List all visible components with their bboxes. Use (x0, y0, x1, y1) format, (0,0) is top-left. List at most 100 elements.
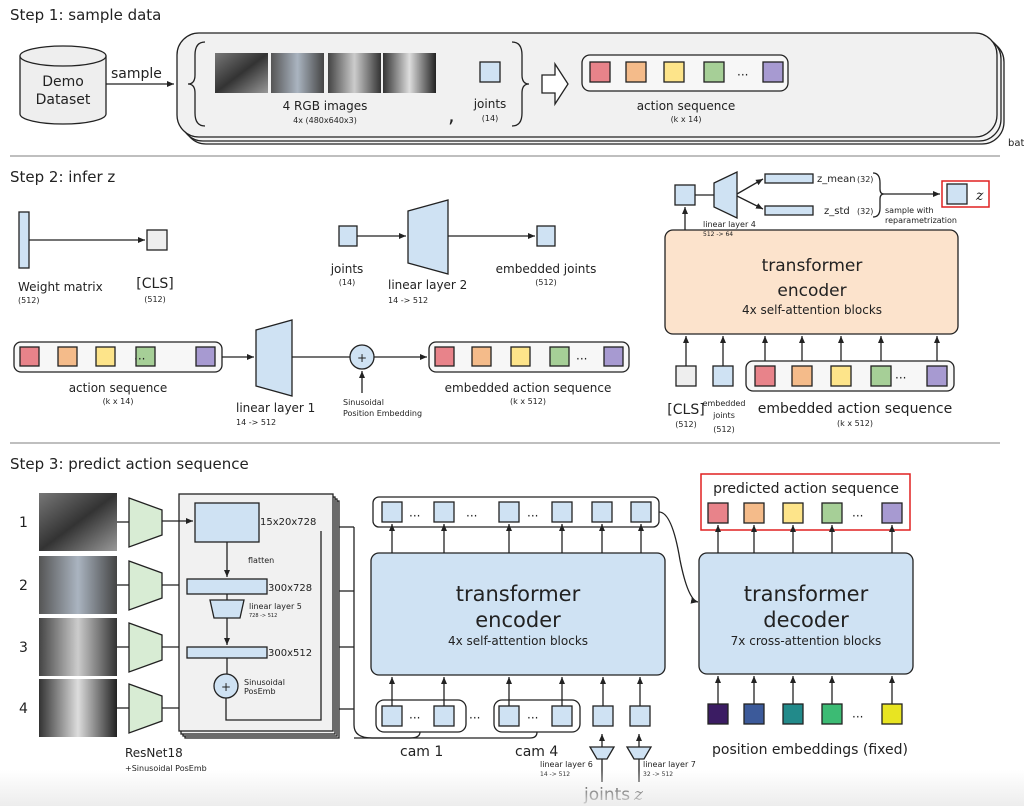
feature-map (194, 502, 260, 543)
linear-layer-4-icon (713, 170, 738, 220)
camera-image-2 (271, 53, 324, 93)
batch-size-label: batch size (1008, 138, 1024, 149)
linear-layer-7-dims: 32 -> 512 (643, 771, 673, 778)
position-embedding-token-2 (743, 703, 765, 725)
camera-image-4 (39, 679, 117, 737)
input-cls-label: [CLS] (667, 402, 704, 418)
encoder-title-1: transformer (762, 256, 863, 276)
projected-dims: 300x512 (268, 648, 312, 659)
input-joints-label-1: embedded (703, 399, 746, 408)
linear-layer-1-label: linear layer 1 (236, 401, 315, 415)
camera-number-4: 4 (19, 701, 28, 717)
action-token-4 (135, 346, 156, 367)
action-token-2 (625, 61, 647, 83)
joints-label: joints (330, 262, 364, 276)
sinusoidal-label-1: Sinusoidal (343, 398, 384, 407)
sinusoidal-label-2: Position Embedding (343, 409, 422, 418)
action-sequence-shape: (k x 14) (103, 397, 134, 406)
step2-section: Step 2: infer z Weight matrix (512) [CLS… (10, 168, 990, 434)
rgb-images-label: 4 RGB images (283, 99, 368, 113)
embedded-action-token-2 (471, 346, 492, 367)
embedded-action-token-1 (434, 346, 455, 367)
linear-layer-2-icon (407, 199, 449, 275)
cls-label: [CLS] (136, 276, 173, 292)
cam4-connection (354, 731, 538, 739)
embedded-action-token-5 (603, 346, 624, 367)
linear-layer-6-label: linear layer 6 (540, 760, 593, 769)
camera-image-4 (383, 53, 436, 93)
predicted-action-token-5 (881, 502, 903, 524)
weight-matrix-label: Weight matrix (18, 280, 103, 294)
linear-layer-7-icon (625, 746, 653, 760)
predicted-action-token-3 (782, 502, 804, 524)
position-embedding-token-3 (782, 703, 804, 725)
encoder-input-token-2 (433, 705, 455, 727)
resnet-backbone-icon-2 (128, 560, 163, 611)
camera-number-3: 3 (19, 640, 28, 656)
camera-image-3 (328, 53, 381, 93)
pred-ellipsis: ··· (852, 509, 863, 523)
predicted-action-label: predicted action sequence (713, 481, 899, 497)
action-token-4 (703, 61, 725, 83)
camera-image-1 (39, 493, 117, 551)
embedded-action-tokens (434, 346, 624, 367)
z-highlight-box (941, 180, 990, 208)
input-action-token-4 (870, 365, 892, 387)
embedded-joints-token (536, 225, 556, 247)
action-token-3 (663, 61, 685, 83)
right-brace (511, 41, 530, 127)
z-std-vector (764, 205, 814, 216)
to-zmean-arrow (736, 178, 764, 195)
z-std-shape: (32) (857, 207, 873, 216)
to-zstd-arrow (736, 195, 764, 210)
predicted-highlight-box (700, 473, 911, 531)
embedded-joints-shape: (512) (535, 278, 557, 287)
position-embeddings-label: position embeddings (fixed) (712, 742, 908, 758)
joints-shape: (14) (482, 114, 498, 123)
camera-image-3 (39, 618, 117, 676)
camera-number-2: 2 (19, 578, 28, 594)
z-mean-label: z_mean (817, 174, 856, 185)
camera-image-2 (39, 556, 117, 614)
cls-output-token (674, 184, 696, 206)
embedded-action-label: embedded action sequence (445, 381, 612, 395)
encoder-input-token-3 (498, 705, 520, 727)
z-token (946, 183, 968, 205)
input-action-tokens (754, 365, 948, 387)
feature-map-dims: 15x20x728 (260, 517, 316, 528)
encoder-input-tokens (381, 677, 651, 727)
seq-ellipsis: ··· (895, 371, 906, 385)
backbone-sublabel: +Sinusoidal PosEmb (125, 764, 207, 773)
action-token-3 (95, 346, 116, 367)
predicted-action-token-4 (821, 502, 843, 524)
action-sequence-container (581, 54, 789, 92)
memory-arrow (658, 511, 699, 604)
encoder-output-token-6 (630, 501, 652, 523)
action-sequence-shape: (k x 14) (671, 115, 702, 124)
z-brace (872, 172, 885, 218)
input-action-token-3 (830, 365, 852, 387)
enc-out-ellipsis-2: ··· (466, 509, 477, 523)
cvae-transformer-encoder (664, 229, 959, 335)
action-sequence-tokens (589, 61, 784, 83)
weight-matrix-shape: (512) (18, 296, 40, 305)
action-token-1 (19, 346, 40, 367)
linear-layer-6-dims: 14 -> 512 (540, 771, 570, 778)
seq-ellipsis: ··· (576, 352, 587, 366)
decoder-title-1: transformer (744, 582, 869, 606)
flattened-features (186, 578, 268, 595)
encoder-output-tokens (381, 501, 652, 553)
projected-features (186, 646, 268, 659)
input-cls-token (675, 365, 697, 387)
enc-out-ellipsis-1: ··· (409, 509, 420, 523)
cls-token (146, 229, 168, 251)
transformer-decoder (698, 552, 914, 675)
z-std-label: z_std (824, 206, 850, 217)
joints-label: joints (473, 97, 507, 111)
joints-token (479, 61, 501, 83)
joints-shape: (14) (339, 278, 355, 287)
encoder-output-token-5 (591, 501, 613, 523)
linear-layer-6-icon (588, 746, 616, 760)
decoder-title-2: decoder (763, 608, 849, 632)
